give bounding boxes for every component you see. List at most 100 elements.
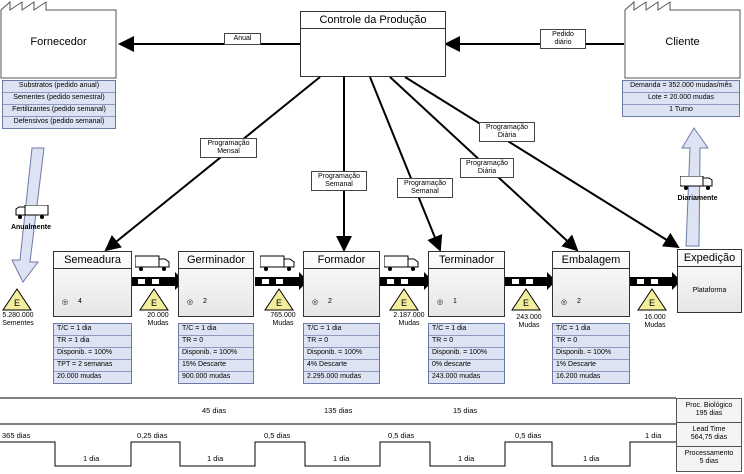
operator-icon: ◎ <box>312 299 319 306</box>
inventory-triangle-icon <box>264 288 294 311</box>
customer-shipping-label: Diariamente <box>677 195 718 202</box>
truck-icon <box>383 255 420 271</box>
process-data-box-embalagem: T/C = 1 dia TR = 0 Disponib. = 100% 1% D… <box>552 323 630 384</box>
process-data-box-germinador: T/C = 1 dia TR = 0 Disponib. = 100% 15% … <box>178 323 254 384</box>
supplier-item: Substratos (pedido anual) <box>3 81 115 93</box>
inventory-symbol: E <box>400 298 407 308</box>
timeline-wait-value: 0,5 dias <box>264 431 291 440</box>
process-data-box-terminador: T/C = 1 dia TR = 0 Disponib. = 100% 0% d… <box>428 323 505 384</box>
timeline-wait-value: 365 dias <box>2 431 31 440</box>
flow-label-pedido-diario: Pedido diário <box>540 29 586 49</box>
timeline-bio-value: 135 dias <box>324 406 353 415</box>
inventory-qty-unit: Mudas <box>147 320 169 327</box>
inventory-symbol: E <box>275 298 282 308</box>
flow-label-programacao-diaria: Programação Diária <box>479 122 535 142</box>
timeline-bio-value: 45 dias <box>202 406 227 415</box>
timeline-wait-value: 0,5 dias <box>388 431 415 440</box>
inventory-qty-unit: Mudas <box>272 320 294 327</box>
data-row: T/C = 1 dia <box>179 324 253 336</box>
process-title: Terminador <box>429 252 504 269</box>
data-row: 15% Descarte <box>179 360 253 372</box>
process-box-semeadura: Semeadura ◎ 4 <box>53 251 132 317</box>
supplier-item: Sementes (pedido semestral) <box>3 93 115 105</box>
inventory-qty: 5.280.000 Sementes <box>0 312 36 328</box>
data-row: TR = 0 <box>429 336 504 348</box>
shipping-title: Expedição <box>678 250 741 267</box>
operator-icon: ◎ <box>62 299 69 306</box>
summary-proc-value: 5 dias <box>699 458 719 465</box>
process-box-germinador: Germinador ◎ 2 <box>178 251 254 317</box>
shipping-label: Plataforma <box>692 287 727 294</box>
timeline-bio-value: 15 dias <box>453 406 478 415</box>
inventory-symbol: E <box>648 298 655 308</box>
inventory-triangle-icon <box>637 288 667 311</box>
data-row: TR = 0 <box>179 336 253 348</box>
summary-lead-label: Lead Time <box>692 426 726 433</box>
timeline-proc-value: 1 dia <box>458 454 475 463</box>
process-title: Embalagem <box>553 252 629 269</box>
operator-count: 2 <box>328 298 332 305</box>
inventory-triangle-icon <box>389 288 419 311</box>
truck-icon <box>679 175 714 190</box>
data-row: Disponib. = 100% <box>179 348 253 360</box>
production-control-box: Controle da Produção <box>300 11 446 77</box>
data-row: T/C = 1 dia <box>54 324 131 336</box>
truck-icon <box>15 204 49 219</box>
process-title: Germinador <box>179 252 253 269</box>
inventory-symbol: E <box>150 298 157 308</box>
inventory-qty-value: 20.000 <box>147 312 169 319</box>
timeline-wait-value: 0,5 dias <box>515 431 542 440</box>
data-row: 1% Descarte <box>553 360 629 372</box>
supplier-shipping-label: Anualmente <box>10 224 52 231</box>
summary-lead-time: Lead Time 564,75 dias <box>677 423 741 447</box>
shipping-box: Expedição Plataforma <box>677 249 742 313</box>
inventory-qty: 243.000 Mudas <box>511 314 547 330</box>
flow-label-programacao-semanal: Programação Semanal <box>311 171 367 191</box>
timeline-wait-value: 1 dia <box>645 431 662 440</box>
inventory-qty-unit: Mudas <box>644 322 666 329</box>
supplier-item: Defensivos (pedido semanal) <box>13 118 105 125</box>
supplier-item: Fertilizantes (pedido semanal) <box>3 105 115 117</box>
process-title: Formador <box>304 252 379 269</box>
customer-title: Cliente <box>665 36 700 48</box>
operator-count: 2 <box>577 298 581 305</box>
process-title: Semeadura <box>54 252 131 269</box>
customer-item: Lote = 20.000 mudas <box>623 93 739 105</box>
inventory-qty-value: 765.000 <box>270 312 296 319</box>
summary-bio: Proc. Biológico 195 dias <box>677 399 741 423</box>
data-row: TR = 1 dia <box>54 336 131 348</box>
inventory-qty-value: 5.280.000 <box>2 312 34 319</box>
truck-icon <box>134 255 171 271</box>
data-row: TR = 0 <box>553 336 629 348</box>
process-data-box-semeadura: T/C = 1 dia TR = 1 dia Disponib. = 100% … <box>53 323 132 384</box>
inventory-symbol: E <box>522 298 529 308</box>
data-row: 2.295.000 mudas <box>307 373 362 380</box>
operator-count: 4 <box>78 298 82 305</box>
process-box-terminador: Terminador ◎ 1 <box>428 251 505 317</box>
summary-proc-label: Processamento <box>684 450 734 457</box>
summary-bio-label: Proc. Biológico <box>685 402 733 409</box>
timeline-proc-value: 1 dia <box>207 454 224 463</box>
data-row: 0% descarte <box>429 360 504 372</box>
inventory-qty: 20.000 Mudas <box>140 312 176 328</box>
data-row: Disponib. = 100% <box>54 348 131 360</box>
summary-bio-value: 195 dias <box>695 410 723 417</box>
inventory-qty-value: 16.000 <box>644 314 666 321</box>
supplier-title: Fornecedor <box>30 36 87 48</box>
operator-count: 1 <box>453 298 457 305</box>
data-row: Disponib. = 100% <box>553 348 629 360</box>
flow-label-programacao-semanal: Programação Semanal <box>397 178 453 198</box>
inventory-qty-value: 2.187.000 <box>393 312 425 319</box>
timeline-proc-value: 1 dia <box>83 454 100 463</box>
operator-icon: ◎ <box>437 299 444 306</box>
process-box-embalagem: Embalagem ◎ 2 <box>552 251 630 317</box>
customer-item: 1 Turno <box>669 106 693 113</box>
inventory-qty: 16.000 Mudas <box>637 314 673 330</box>
data-row: 900.000 mudas <box>182 373 231 380</box>
inventory-qty: 765.000 Mudas <box>265 312 301 328</box>
inventory-qty-unit: Mudas <box>518 322 540 329</box>
timeline-proc-value: 1 dia <box>333 454 350 463</box>
summary-processing: Processamento 5 dias <box>677 447 741 471</box>
